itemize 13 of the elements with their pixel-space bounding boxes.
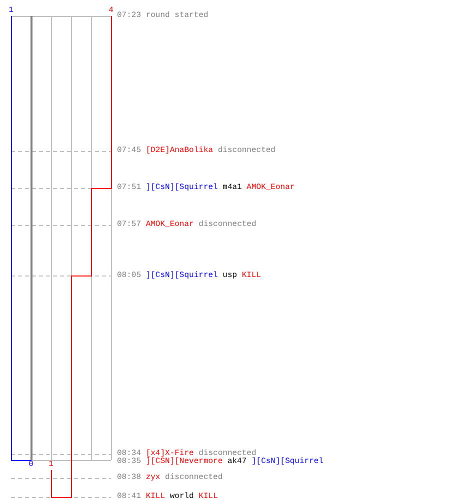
log-entry: 08:05 ][CsN][Squirrel usp KILL xyxy=(117,272,262,280)
log-entry: 08:35 ][CSN][Nevermore ak47 ][CsN][Squirrel xyxy=(117,458,324,466)
log-entry: 08:41 KILL world KILL xyxy=(117,493,218,500)
count-label: 4 xyxy=(108,7,114,15)
log-entry: 08:34 [x4]X-Fire disconnected xyxy=(117,450,256,458)
count-label: 1 xyxy=(8,7,14,15)
count-label: 1 xyxy=(48,461,54,469)
log-entry: 07:45 [D2E]AnaBolika disconnected xyxy=(117,147,276,155)
log-entry: 08:38 zyx disconnected xyxy=(117,474,223,482)
count-label: 0 xyxy=(28,461,34,469)
log-entry: 07:57 AMOK_Eonar disconnected xyxy=(117,221,256,229)
log-entry: 07:23 round started xyxy=(117,12,208,20)
log-entry: 07:51 ][CsN][Squirrel m4a1 AMOK_Eonar xyxy=(117,184,295,192)
